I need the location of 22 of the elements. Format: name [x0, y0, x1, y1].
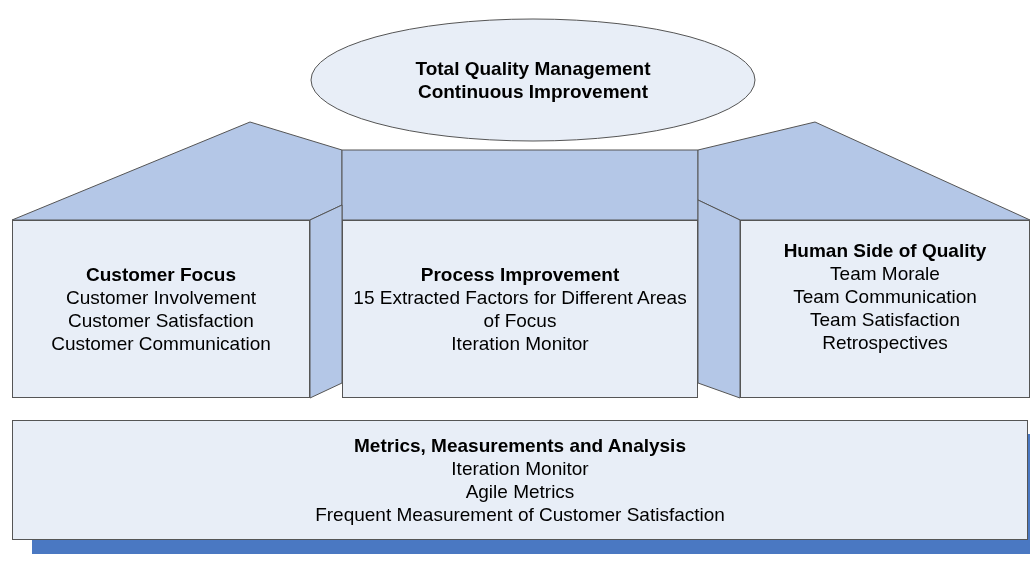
item-text: Iteration Monitor [451, 332, 589, 355]
heading: Total Quality Management Continuous Improvement [414, 57, 652, 103]
item-text: Frequent Measurement of Customer Satisfaction [315, 503, 725, 526]
pillar-box [12, 220, 310, 398]
item-text: Team Morale [830, 262, 940, 285]
base-box [12, 420, 1028, 540]
pillar-box [740, 220, 1030, 398]
item-text: Team Satisfaction [810, 308, 960, 331]
heading: Customer Focus [86, 263, 236, 286]
item-text: Retrospectives [822, 331, 948, 354]
title-ellipse [310, 18, 756, 142]
item-text: Iteration Monitor [451, 457, 589, 480]
item-text: Customer Involvement [65, 286, 257, 309]
heading: Human Side of Quality [783, 239, 987, 262]
heading: Process Improvement [420, 263, 620, 286]
item-text: Agile Metrics [465, 480, 575, 503]
item-text: Customer Satisfaction [68, 309, 254, 332]
item-text: 15 Extracted Factors for Different Areas of Focus [352, 286, 688, 332]
heading: Metrics, Measurements and Analysis [354, 434, 686, 457]
pillar-box [342, 220, 698, 398]
item-text: Team Communication [793, 285, 977, 308]
item-text: Customer Communication [51, 332, 271, 355]
